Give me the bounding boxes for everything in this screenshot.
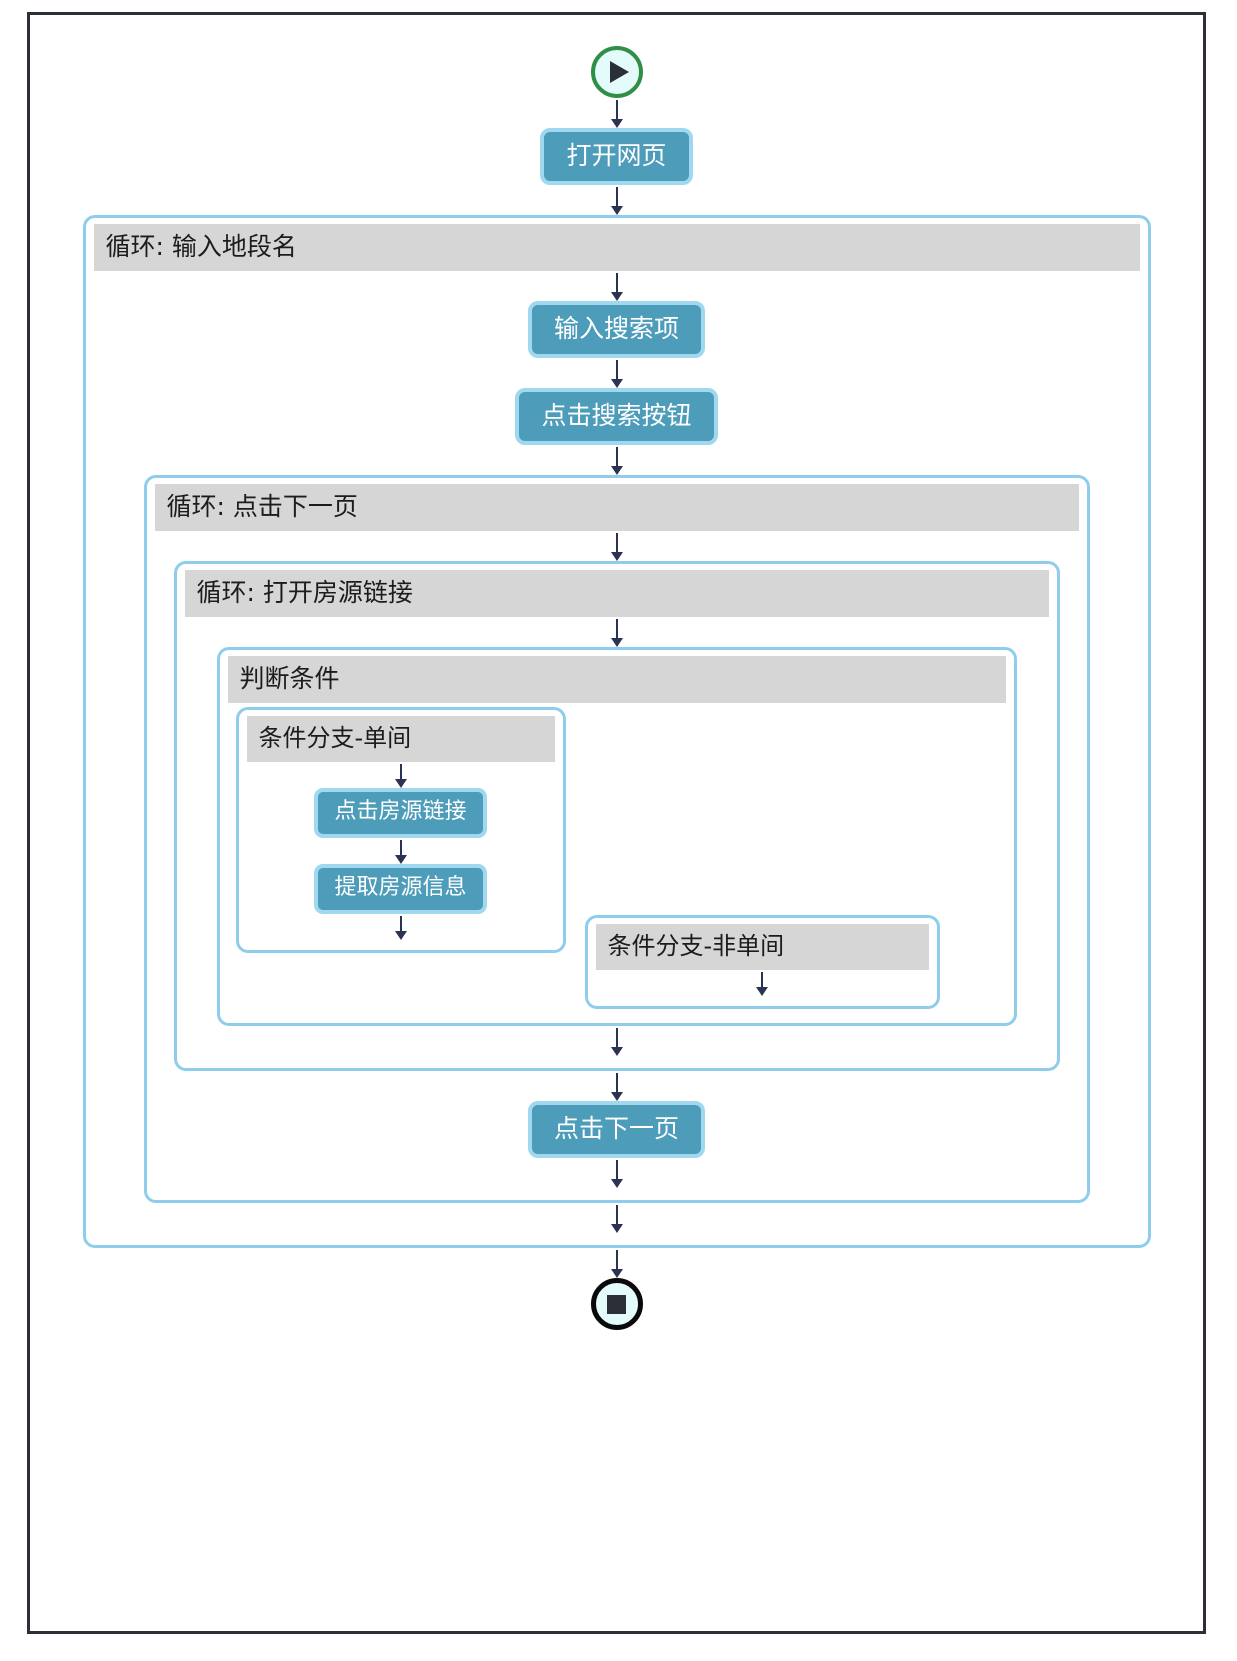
connector-arrow-icon	[391, 762, 411, 788]
loop-open-listing-container[interactable]: 循环: 打开房源链接 判断条件 条件分支-单间	[173, 561, 1060, 1071]
connector-arrow-icon	[607, 1158, 627, 1188]
node-extract-listing-info[interactable]: 提取房源信息	[314, 864, 487, 914]
connector-arrow-icon	[607, 98, 627, 128]
node-click-next-page[interactable]: 点击下一页	[527, 1101, 705, 1158]
branch-single-room-container[interactable]: 条件分支-单间 点击房源链接 提取房源信息	[235, 707, 566, 953]
connector-arrow-icon	[752, 970, 772, 996]
connector-arrow-icon	[607, 617, 627, 647]
connector-arrow-icon	[607, 1203, 627, 1233]
condition-label: 判断条件	[227, 656, 1006, 703]
branch-non-single-room-container[interactable]: 条件分支-非单间	[584, 915, 940, 1009]
loop-input-district-label: 循环: 输入地段名	[93, 224, 1140, 271]
connector-arrow-icon	[607, 1248, 627, 1278]
branch-single-room-label: 条件分支-单间	[246, 716, 555, 762]
connector-arrow-icon	[607, 1026, 627, 1056]
connector-arrow-icon	[607, 358, 627, 388]
loop-next-page-label: 循环: 点击下一页	[154, 484, 1079, 531]
connector-arrow-icon	[607, 445, 627, 475]
condition-container[interactable]: 判断条件 条件分支-单间 点击房源链接	[216, 647, 1017, 1026]
connector-arrow-icon	[607, 531, 627, 561]
connector-arrow-icon	[391, 838, 411, 864]
node-input-search-term[interactable]: 输入搜索项	[527, 301, 705, 358]
connector-arrow-icon	[391, 914, 411, 940]
connector-arrow-icon	[607, 271, 627, 301]
loop-input-district-container[interactable]: 循环: 输入地段名 输入搜索项 点击搜索按钮 循环: 点击下一页 循环: 打开房…	[82, 215, 1151, 1248]
node-click-search-button[interactable]: 点击搜索按钮	[515, 388, 718, 445]
node-click-listing-link[interactable]: 点击房源链接	[314, 788, 487, 838]
stop-circle-icon	[607, 1294, 626, 1314]
start-node[interactable]	[590, 46, 643, 98]
branch-non-single-room-label: 条件分支-非单间	[595, 924, 929, 970]
loop-open-listing-label: 循环: 打开房源链接	[184, 570, 1049, 617]
play-circle-icon	[610, 61, 629, 83]
end-node[interactable]	[590, 1278, 643, 1330]
loop-next-page-container[interactable]: 循环: 点击下一页 循环: 打开房源链接 判断条件	[143, 475, 1090, 1203]
flowchart-canvas: 打开网页 循环: 输入地段名 输入搜索项 点击搜索按钮 循环: 点击下一页	[27, 12, 1206, 1634]
connector-arrow-icon	[607, 1071, 627, 1101]
node-open-page[interactable]: 打开网页	[540, 128, 693, 185]
connector-arrow-icon	[607, 185, 627, 215]
